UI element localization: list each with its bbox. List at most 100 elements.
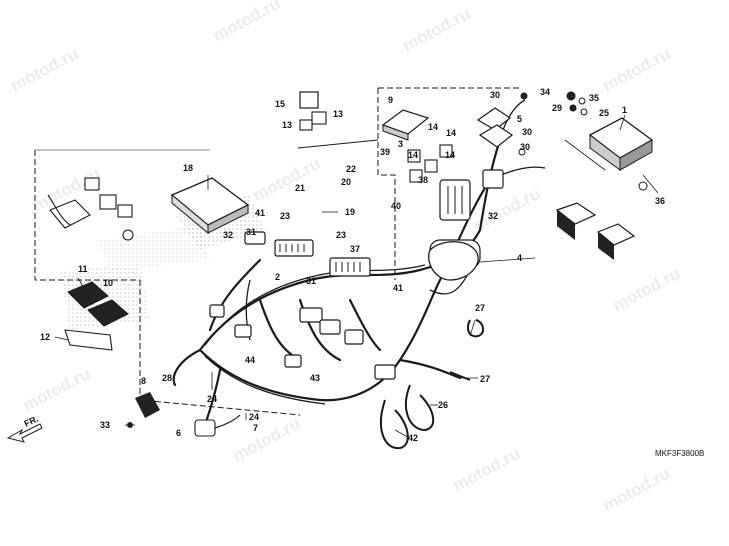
callout-14c: 14 — [408, 150, 418, 160]
callout-21: 21 — [295, 183, 305, 193]
part-11 — [67, 281, 109, 309]
connector-cover-side — [557, 210, 575, 240]
callout-32: 32 — [223, 230, 233, 240]
leader — [619, 114, 626, 131]
cable-ties — [380, 319, 484, 450]
cable-tie — [449, 371, 471, 381]
callout-9: 9 — [388, 95, 393, 105]
leader — [394, 429, 409, 438]
relay — [424, 159, 438, 173]
callout-labels: 1 2 3 4 5 6 7 8 9 10 11 12 13 13 14 14 1… — [40, 87, 665, 443]
box-right-group — [377, 88, 396, 280]
harness-thin-2 — [204, 355, 326, 405]
connector-cover — [555, 202, 597, 225]
connector-block — [319, 319, 341, 335]
direction-arrow-shape — [6, 423, 43, 443]
harness-branch-left — [208, 258, 262, 332]
relay — [407, 149, 421, 163]
part-15 — [299, 91, 319, 109]
leader — [77, 277, 86, 291]
ecu-side-2 — [207, 204, 249, 234]
part-6 — [194, 419, 216, 437]
callout-13: 13 — [333, 109, 343, 119]
leader — [479, 257, 536, 263]
callout-30c: 30 — [520, 142, 530, 152]
callout-27b: 27 — [480, 374, 490, 384]
relays — [407, 144, 453, 183]
callout-10: 10 — [103, 278, 113, 288]
part-12 — [64, 329, 113, 351]
callout-11: 11 — [78, 264, 88, 274]
bolt-head — [520, 92, 528, 100]
callout-36: 36 — [655, 196, 665, 206]
part-8-group — [127, 392, 160, 428]
leader — [642, 174, 659, 194]
bolt-head — [518, 148, 526, 156]
inset-bracket — [49, 199, 91, 229]
callout-3: 3 — [398, 139, 403, 149]
callout-42: 42 — [408, 433, 418, 443]
callout-34: 34 — [540, 87, 550, 97]
fuse-holder — [476, 107, 514, 148]
callout-13b: 13 — [282, 120, 292, 130]
connector-block — [234, 324, 252, 338]
callout-23: 23 — [280, 211, 290, 221]
inset-clip — [122, 229, 134, 241]
relay — [439, 144, 453, 158]
part-15-group — [297, 91, 379, 149]
regulator-side-2 — [619, 139, 653, 171]
part-8 — [135, 392, 160, 418]
callout-43: 43 — [310, 373, 320, 383]
inset-connector — [84, 177, 100, 191]
callout-27: 27 — [475, 303, 485, 313]
callout-35: 35 — [589, 93, 599, 103]
fuse-holder-body — [476, 107, 512, 131]
part-6-wire — [214, 414, 241, 429]
callout-26: 26 — [438, 400, 448, 410]
inset-connector — [117, 204, 133, 218]
connector-block — [374, 364, 396, 380]
regulator-rectifier — [588, 117, 654, 171]
connector-block — [244, 231, 266, 245]
callout-14d: 14 — [445, 150, 455, 160]
leader — [469, 319, 476, 337]
harness-branch-b — [348, 298, 382, 352]
washer — [580, 108, 588, 116]
callout-37: 37 — [350, 244, 360, 254]
connector-block — [284, 354, 302, 368]
washer — [578, 97, 586, 105]
callout-22: 22 — [346, 164, 356, 174]
callout-38: 38 — [418, 175, 428, 185]
fuse-box-cover — [381, 109, 430, 141]
part-13 — [299, 119, 313, 131]
connector-block — [274, 239, 314, 257]
shaded-region-inset — [95, 225, 210, 270]
connector-cover-side — [598, 232, 614, 260]
callout-18: 18 — [183, 163, 193, 173]
callout-24: 24 — [207, 394, 217, 404]
callout-1: 1 — [622, 105, 627, 115]
callout-25: 25 — [599, 108, 609, 118]
callout-33: 33 — [100, 420, 110, 430]
cable-tie — [467, 319, 484, 338]
part-10 — [87, 299, 129, 327]
leader — [297, 139, 379, 149]
connector-pins — [279, 186, 463, 272]
connector-block — [299, 307, 323, 323]
callout-12: 12 — [40, 332, 50, 342]
nut — [566, 91, 576, 101]
bolt-head — [638, 181, 648, 191]
relay — [409, 169, 423, 183]
connector-covers — [555, 202, 636, 260]
small-hardware — [518, 91, 648, 191]
callout-20: 20 — [341, 177, 351, 187]
harness-branch-e — [398, 358, 462, 380]
leader — [54, 336, 69, 341]
callout-5: 5 — [517, 114, 522, 124]
harness-branch-c — [172, 348, 202, 387]
callout-2: 2 — [275, 272, 280, 282]
callout-31b: 31 — [306, 276, 316, 286]
callout-40: 40 — [391, 201, 401, 211]
